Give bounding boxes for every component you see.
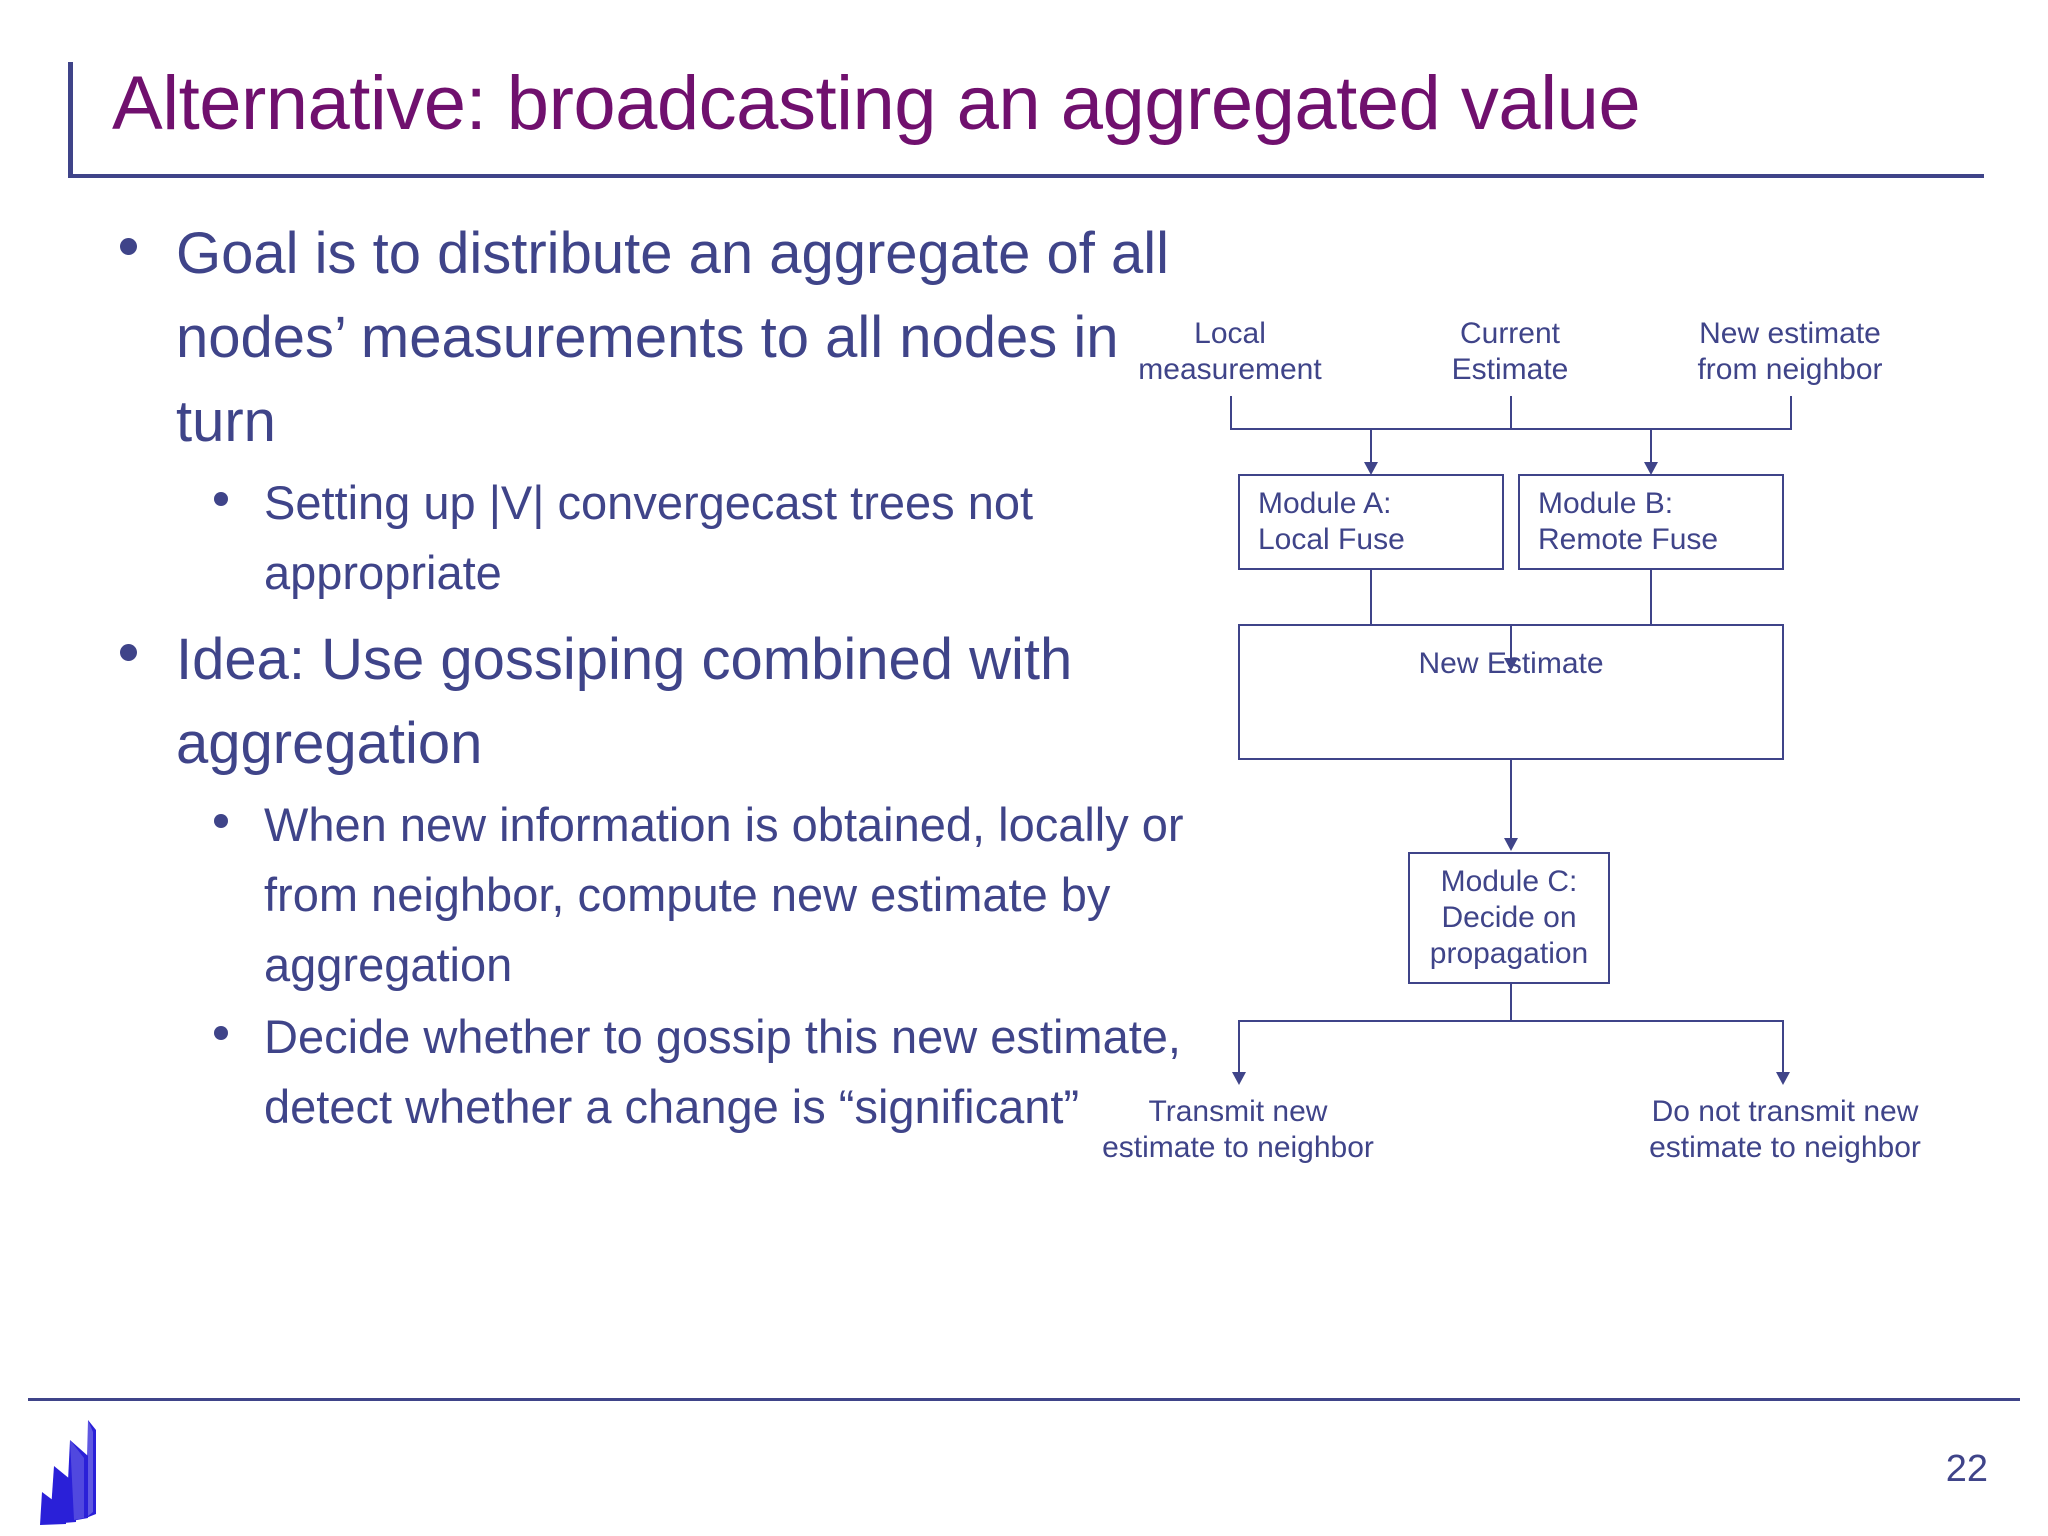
bullet-dot-icon: [214, 492, 228, 506]
label-do-not-transmit-new-estimate: Do not transmit new estimate to neighbor: [1649, 1095, 1921, 1164]
connector-module-a-out: [1370, 570, 1372, 624]
bullet-level2-text: Setting up |V| convergecast trees not ap…: [264, 476, 1034, 599]
connector-no-transmit-branch: [1782, 1020, 1784, 1076]
label-local-measurement: Local measurement: [1138, 317, 1322, 386]
bullet-level2-text: Decide whether to gossip this new estima…: [264, 1010, 1181, 1133]
bullet-level1: Goal is to distribute an aggregate of al…: [96, 212, 1216, 464]
arrowhead-into-module-b: [1644, 462, 1658, 475]
bullet-group-1: Goal is to distribute an aggregate of al…: [96, 212, 1216, 608]
bullet-list: Goal is to distribute an aggregate of al…: [96, 212, 1216, 1152]
label-new-estimate-from-neighbor: New estimate from neighbor: [1697, 317, 1883, 386]
connector-module-c-out: [1510, 984, 1512, 1022]
label-transmit-new-estimate: Transmit new estimate to neighbor: [1102, 1095, 1374, 1164]
university-logo: [36, 1418, 146, 1526]
arrowhead-into-module-c: [1504, 838, 1518, 851]
bullet-level1: Idea: Use gossiping combined with aggreg…: [96, 618, 1216, 786]
module-a-box[interactable]: Module A: Local Fuse: [1238, 474, 1504, 570]
bullet-level1-text: Idea: Use gossiping combined with aggreg…: [176, 627, 1073, 776]
connector-current-stem: [1510, 396, 1512, 430]
bullet-level1-text: Goal is to distribute an aggregate of al…: [176, 221, 1170, 454]
arrowhead-no-transmit: [1776, 1072, 1790, 1085]
bullet-dot-icon: [214, 814, 228, 828]
connector-decision-bus: [1238, 1020, 1784, 1022]
title-accent-bar: [68, 62, 73, 178]
page-number: 22: [1945, 1448, 1988, 1490]
bullet-level2: Decide whether to gossip this new estima…: [96, 1002, 1216, 1142]
connector-local-stem: [1230, 396, 1232, 430]
connector-neighbor-stem: [1790, 396, 1792, 430]
bullet-dot-icon: [120, 644, 137, 661]
connector-into-module-b: [1650, 428, 1652, 466]
arrowhead-into-module-a: [1364, 462, 1378, 475]
module-b-box[interactable]: Module B: Remote Fuse: [1518, 474, 1784, 570]
bullet-level2: When new information is obtained, locall…: [96, 790, 1216, 1000]
connector-to-module-c: [1510, 760, 1512, 842]
page-title: Alternative: broadcasting an aggregated …: [112, 61, 1641, 146]
footer-divider: [28, 1398, 2020, 1401]
arrowhead-transmit: [1232, 1072, 1246, 1085]
bullet-dot-icon: [120, 238, 137, 255]
arrowhead-new-estimate: [1504, 658, 1518, 671]
bullet-dot-icon: [214, 1026, 228, 1040]
bullet-group-2: Idea: Use gossiping combined with aggreg…: [96, 618, 1216, 1142]
connector-into-module-a: [1370, 428, 1372, 466]
title-divider: [68, 174, 1984, 178]
connector-new-estimate-in: [1510, 626, 1512, 662]
module-c-box[interactable]: Module C: Decide on propagation: [1408, 852, 1610, 984]
flow-diagram: Local measurement Current Estimate New e…: [1102, 316, 2000, 1164]
bullet-level2: Setting up |V| convergecast trees not ap…: [96, 468, 1216, 608]
connector-transmit-branch: [1238, 1020, 1240, 1076]
bullet-level2-text: When new information is obtained, locall…: [264, 798, 1184, 991]
connector-module-b-out: [1650, 570, 1652, 624]
label-current-estimate: Current Estimate: [1451, 317, 1569, 386]
